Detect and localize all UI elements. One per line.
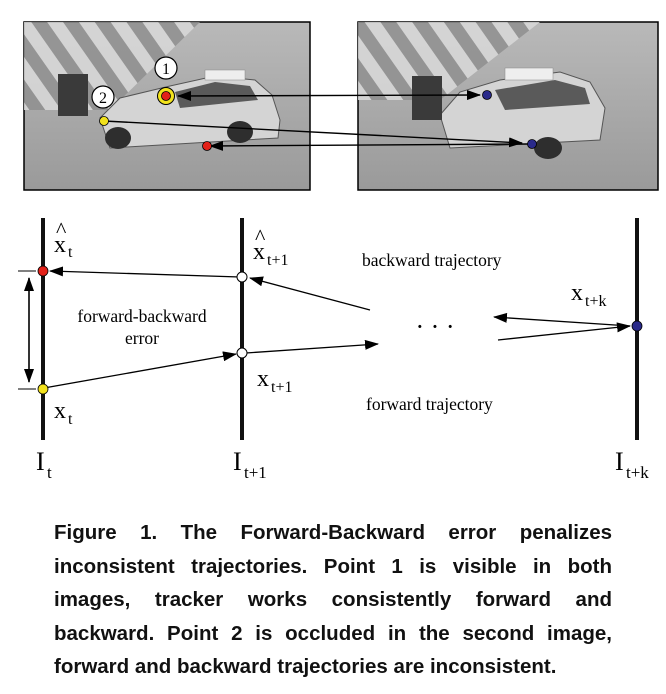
arrow-forward-xt-to-xt1	[43, 351, 237, 389]
svg-text:2: 2	[99, 90, 107, 107]
figure-caption: Figure 1. The Forward-Backward error pen…	[54, 521, 612, 678]
svg-text:I: I	[615, 447, 624, 476]
label-x-t-plus-k: x t+k	[571, 280, 606, 310]
label-forward-trajectory: forward trajectory	[366, 394, 493, 414]
arrow-backward-to-xhat-t1	[249, 276, 371, 311]
label-frame-t-plus-1: I t+1	[233, 447, 267, 482]
svg-text:x: x	[54, 398, 66, 424]
label-x-t: x t	[54, 398, 73, 428]
svg-text:x: x	[257, 366, 269, 392]
point-xhat-t	[37, 265, 49, 277]
svg-text:^: ^	[255, 224, 266, 249]
label-xhat-t: ^ x t	[54, 217, 73, 261]
arrow-backward-to-xhat-t	[49, 266, 241, 278]
label-backward-trajectory: backward trajectory	[362, 250, 502, 270]
photo-frame-t	[23, 21, 311, 191]
svg-text:t+1: t+1	[267, 252, 288, 269]
point-xhat-t1	[236, 271, 248, 283]
label-x-t-plus-1: x t+1	[257, 366, 292, 396]
label-frame-t: I t	[36, 447, 52, 482]
svg-text:t: t	[68, 411, 73, 428]
point-x-t	[37, 383, 49, 395]
label-fb-error-line1: forward-backward	[77, 306, 206, 326]
photo-arrow-point1	[177, 90, 481, 101]
photo-arrow-point2-forward	[103, 120, 523, 148]
svg-text:x: x	[571, 280, 583, 306]
point1-blue	[482, 90, 492, 100]
marker-2: 2	[91, 85, 115, 109]
svg-text:I: I	[36, 447, 45, 476]
svg-text:t+1: t+1	[244, 463, 267, 482]
forward-backward-figure: 1 2 ^ x t ^ x t+1 x t x t+1 x t+k	[18, 21, 659, 482]
svg-text:t+k: t+k	[585, 293, 606, 310]
svg-text:I: I	[233, 447, 242, 476]
ellipsis: · · ·	[416, 312, 455, 341]
svg-text:t+k: t+k	[626, 463, 649, 482]
svg-text:1: 1	[162, 61, 170, 78]
svg-text:t: t	[47, 463, 52, 482]
svg-text:^: ^	[56, 217, 67, 242]
point2-blue	[527, 139, 537, 149]
label-fb-error-line2: error	[125, 328, 159, 348]
label-frame-t-plus-k: I t+k	[615, 447, 649, 482]
svg-text:t: t	[68, 244, 73, 261]
point-x-tk	[631, 320, 643, 332]
arrow-forward-xt1-to-dots	[245, 339, 379, 354]
point2-red-backward	[202, 141, 212, 151]
point2-yellow	[99, 116, 109, 126]
arrow-backward-from-xtk	[493, 312, 631, 327]
point-x-t1	[236, 347, 248, 359]
arrow-forward-to-xtk	[497, 322, 631, 341]
svg-text:x: x	[253, 239, 265, 265]
label-xhat-t-plus-1: ^ x t+1	[253, 224, 288, 269]
marker-1: 1	[154, 56, 178, 80]
photo-arrow-point2-backward	[209, 140, 531, 151]
point1-red	[161, 91, 171, 101]
svg-text:x: x	[54, 232, 66, 258]
svg-text:t+1: t+1	[271, 379, 292, 396]
photo-frame-t-plus-k	[357, 21, 659, 191]
